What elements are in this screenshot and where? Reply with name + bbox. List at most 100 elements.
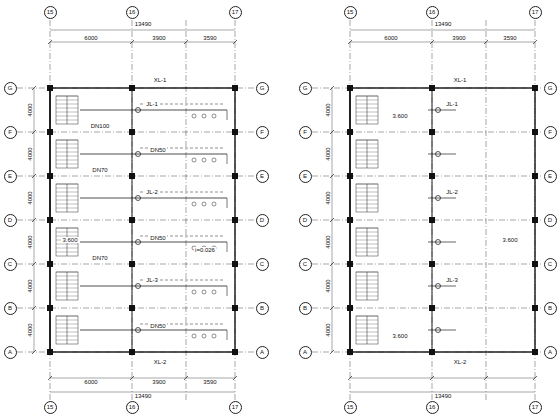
fixture (202, 114, 206, 118)
pipe-label: DN100 (90, 123, 111, 129)
column (129, 349, 135, 355)
dimension-tick (32, 86, 36, 90)
wall (50, 351, 235, 353)
axis-line (50, 20, 51, 400)
column (232, 217, 238, 223)
column (129, 217, 135, 223)
axis-label: B (548, 305, 552, 311)
axis-label: 15 (347, 9, 354, 15)
drain-pipe (80, 110, 227, 111)
dimension-text: 3900 (151, 35, 166, 41)
column (532, 261, 538, 267)
axis-label: 16 (129, 9, 136, 15)
dimension-tick (48, 40, 52, 44)
dimension-tick (348, 376, 352, 380)
dimension-tick (32, 174, 36, 178)
pipe-label: XL-1 (453, 77, 468, 83)
axis-bubble: 16 (126, 401, 139, 414)
dimension-tick (130, 376, 134, 380)
column (347, 349, 353, 355)
dimension-tick (130, 40, 134, 44)
pipe-label: JL-1 (145, 101, 159, 107)
axis-bubble: F (256, 126, 269, 139)
axis-line (132, 20, 133, 400)
column (429, 85, 435, 91)
axis-label: D (260, 217, 264, 223)
pipe-label: XL-2 (153, 359, 168, 365)
dimension-text: 13490 (134, 393, 153, 399)
dimension-line (350, 42, 535, 43)
axis-label: E (548, 173, 552, 179)
axis-bubble: A (544, 346, 557, 359)
riser-pipe (436, 152, 441, 157)
pipe-label: JL-3 (445, 277, 459, 283)
axis-bubble: 15 (344, 401, 357, 414)
axis-bubble: C (4, 258, 17, 271)
axis-label: F (548, 129, 552, 135)
column (532, 173, 538, 179)
axis-bubble: F (4, 126, 17, 139)
axis-label: A (8, 349, 12, 355)
dimension-text: 13490 (434, 21, 453, 27)
fixture (202, 334, 206, 338)
axis-label: 17 (532, 404, 539, 410)
axis-bubble: G (256, 82, 269, 95)
dimension-tick (233, 376, 237, 380)
wall (350, 87, 535, 89)
axis-label: G (260, 85, 265, 91)
riser (227, 286, 228, 296)
drain-pipe (80, 154, 227, 155)
axis-line (486, 20, 487, 400)
stair (356, 96, 378, 124)
column (232, 85, 238, 91)
dimension-text: 6000 (383, 35, 398, 41)
dimension-line (50, 30, 235, 31)
dimension-tick (184, 376, 188, 380)
axis-line (312, 132, 543, 133)
pipe-label: JL-2 (145, 189, 159, 195)
stair-rail (67, 272, 68, 300)
axis-label: F (303, 129, 307, 135)
drain-pipe (428, 242, 456, 243)
axis-bubble: E (299, 170, 312, 183)
column (47, 173, 53, 179)
axis-label: C (548, 261, 552, 267)
column (129, 85, 135, 91)
axis-label: 17 (232, 404, 239, 410)
axis-label: A (260, 349, 264, 355)
dimension-tick (32, 262, 36, 266)
axis-label: E (303, 173, 307, 179)
axis-bubble: D (4, 214, 17, 227)
axis-label: 15 (347, 404, 354, 410)
axis-bubble: 16 (426, 6, 439, 19)
fixture (212, 202, 216, 206)
riser (227, 198, 228, 208)
dimension-tick (48, 376, 52, 380)
axis-bubble: 16 (426, 401, 439, 414)
pipe-label: DN70 (91, 167, 108, 173)
dimension-tick (348, 40, 352, 44)
stair-rail (67, 184, 68, 212)
column (232, 349, 238, 355)
stair (56, 228, 78, 256)
drain-pipe (428, 110, 456, 111)
stair-rail (67, 96, 68, 124)
pipe-label: JL-3 (145, 277, 159, 283)
drain-pipe (428, 330, 456, 331)
dimension-line (350, 30, 535, 31)
dimension-text: 4000 (27, 322, 33, 337)
wall (350, 351, 535, 353)
axis-bubble: B (544, 302, 557, 315)
riser-pipe (436, 328, 441, 333)
dimension-text: 13490 (434, 393, 453, 399)
dimension-tick (330, 86, 334, 90)
axis-label: E (260, 173, 264, 179)
axis-label: F (260, 129, 264, 135)
dimension-tick (430, 40, 434, 44)
dimension-text: 13490 (134, 21, 153, 27)
dimension-tick (484, 376, 488, 380)
column (347, 261, 353, 267)
riser-pipe (136, 152, 141, 157)
axis-label: 16 (429, 404, 436, 410)
axis-label: G (303, 85, 308, 91)
